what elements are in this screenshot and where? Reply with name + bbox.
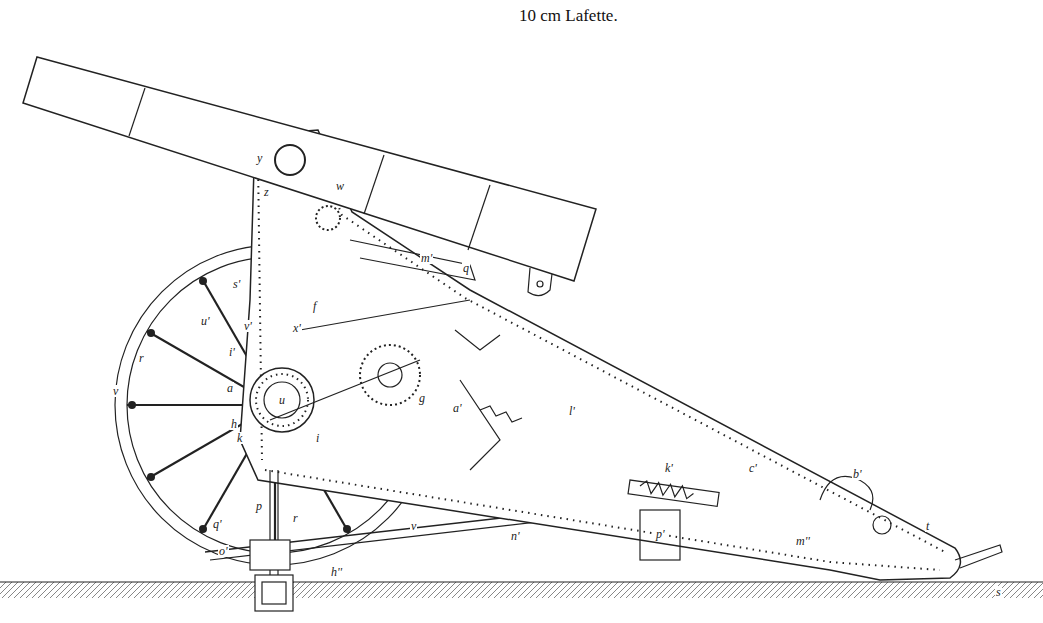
diagram-title: 10 cm Lafette. [519, 6, 618, 26]
callout-letter: b' [852, 468, 863, 480]
callout-letter: c' [748, 462, 758, 474]
callout-letter: v' [243, 320, 253, 332]
callout-letter: s' [232, 278, 241, 290]
callout-letter: n' [510, 530, 521, 542]
callout-letter: h'' [330, 566, 343, 578]
callout-letter: a [226, 382, 234, 394]
callout-letter: u [278, 394, 286, 406]
callout-letter: l' [568, 405, 576, 417]
callout-letter: m'' [795, 535, 811, 547]
callout-letter: i [315, 432, 320, 444]
callout-letter: a' [452, 402, 463, 414]
callout-letter: r [138, 352, 145, 364]
callout-letter: s [995, 586, 1002, 598]
callout-letter: v [410, 520, 417, 532]
callout-letter: o' [218, 545, 229, 557]
callout-letter: u' [200, 315, 211, 327]
callout-letter: z [263, 186, 270, 198]
callout-letter: g [418, 392, 426, 404]
callout-letter: p [255, 500, 263, 512]
callout-letter: k' [664, 462, 674, 474]
callout-letter: p' [655, 528, 666, 540]
callout-letter: f [312, 300, 317, 312]
callout-letter: m' [420, 252, 433, 264]
callout-letter: k [236, 432, 243, 444]
callout-letter: y [256, 152, 263, 164]
callout-letter: i' [228, 346, 236, 358]
callout-letter: h [230, 418, 238, 430]
callout-letter: q [462, 262, 470, 274]
callout-letter: r [292, 512, 299, 524]
callout-letter: v [112, 385, 119, 397]
callout-letter: t [925, 520, 930, 532]
callout-letter: q' [212, 518, 223, 530]
callout-letter: w [335, 180, 345, 192]
callout-letter: x' [292, 322, 302, 334]
